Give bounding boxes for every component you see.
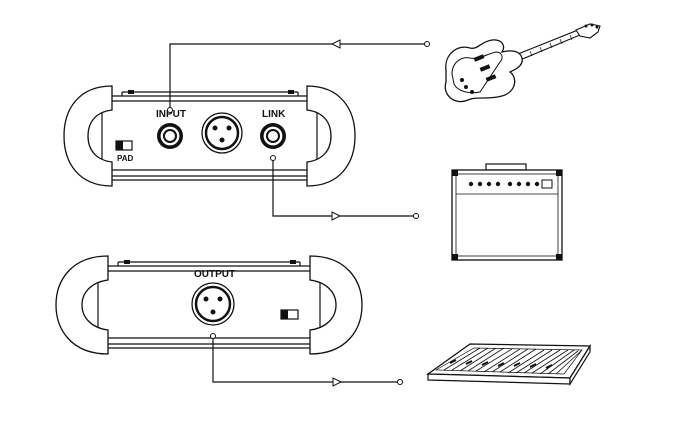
guitar-icon xyxy=(444,23,601,103)
cable-link-to-amp xyxy=(270,155,419,221)
amplifier-icon xyxy=(451,163,563,261)
link-label: LINK xyxy=(262,109,286,120)
arrow-right-icon xyxy=(331,211,342,221)
cable-output-to-mixer xyxy=(210,333,403,387)
arrow-right-icon xyxy=(332,377,343,387)
bottom-left-bumper xyxy=(55,255,109,355)
arrow-left-icon xyxy=(330,39,341,49)
pad-switch xyxy=(115,140,133,151)
input-jack xyxy=(157,123,183,149)
link-jack xyxy=(260,123,286,149)
mixing-console-icon xyxy=(426,343,592,387)
pad-label: PAD xyxy=(117,154,134,163)
xlr-connector-top xyxy=(201,112,243,154)
top-di-box: INPUT LINK PAD xyxy=(63,85,356,187)
left-bumper xyxy=(63,85,113,187)
xlr-output-connector xyxy=(191,282,235,326)
bottom-di-box: OUTPUT xyxy=(55,255,363,355)
right-bumper xyxy=(306,85,356,187)
cable-guitar-to-input xyxy=(167,39,430,113)
input-label: INPUT xyxy=(156,109,186,120)
bottom-right-bumper xyxy=(309,255,363,355)
output-label: OUTPUT xyxy=(194,269,235,280)
ground-lift-switch xyxy=(280,309,299,320)
